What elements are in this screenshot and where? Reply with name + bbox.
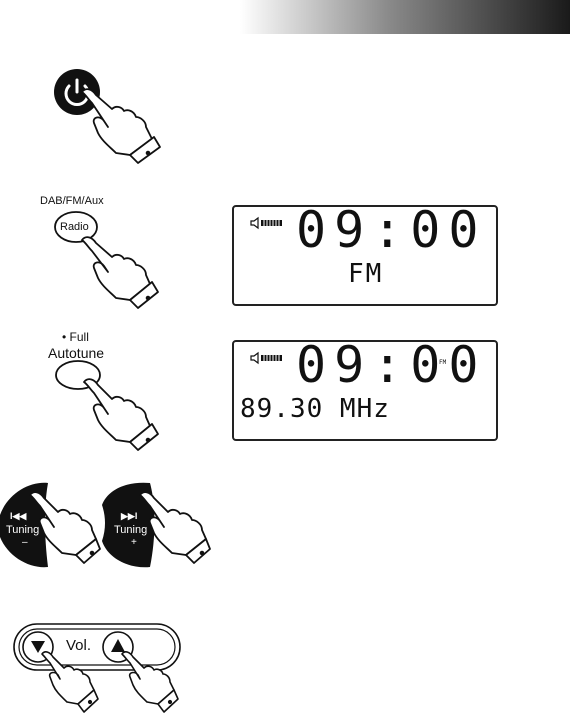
tuning-down-sign: – [22, 537, 28, 548]
mode-indicator: FM [348, 259, 384, 289]
tuning-up-sign: + [131, 537, 137, 548]
clock-time: 09:00 [296, 336, 487, 394]
volume-label: Vol. [66, 637, 92, 654]
volume-up-icon [111, 639, 125, 652]
band-indicator: FM [439, 359, 447, 366]
header-gradient-bar [240, 0, 570, 34]
pointing-hand-icon [81, 236, 159, 309]
frequency-readout: 89.30 MHz [240, 394, 390, 424]
radio-button[interactable] [52, 210, 172, 309]
pointing-hand-icon [83, 378, 159, 451]
tune-back-icon: I◀◀ [10, 511, 27, 521]
pointing-hand-icon [139, 491, 211, 564]
speaker-signal-icon [250, 351, 282, 365]
autotune-caption-line2: Autotune [48, 345, 105, 361]
radio-button-caption: DAB/FM/Aux [40, 195, 104, 207]
lcd-display-standby: 09:00 FM [232, 201, 498, 306]
tuning-up-button[interactable] [100, 475, 211, 575]
radio-button-label: Radio [60, 221, 89, 233]
volume-down-icon [31, 641, 45, 653]
lcd-display-fm: 09:00 FM 89.30 MHz [232, 336, 498, 441]
tuning-up-label: Tuning [114, 524, 148, 536]
clock-time: 09:00 [296, 201, 487, 259]
tuning-down-button[interactable] [0, 475, 101, 575]
power-button[interactable] [52, 67, 162, 164]
autotune-caption-line1: • Full [62, 330, 89, 344]
pointing-hand-icon [121, 651, 179, 713]
pointing-hand-icon [29, 491, 101, 564]
pointing-hand-icon [41, 651, 99, 713]
tuning-down-label: Tuning [6, 524, 40, 536]
tune-forward-icon: ▶▶I [121, 511, 138, 521]
autotune-button[interactable] [52, 360, 172, 456]
pointing-hand-icon [81, 88, 161, 164]
volume-control [13, 623, 181, 713]
speaker-signal-icon [250, 216, 282, 230]
